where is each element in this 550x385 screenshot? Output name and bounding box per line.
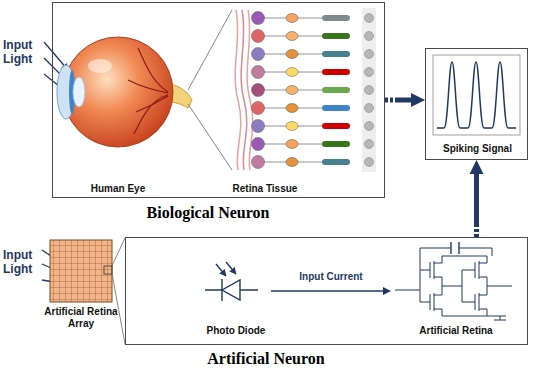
bipolar-cell <box>286 68 298 77</box>
pigment-layer <box>362 8 376 172</box>
ganglion-cell <box>252 120 265 133</box>
ganglion-cells <box>252 12 265 169</box>
bipolar-cell <box>286 86 298 95</box>
photoreceptor <box>322 141 350 147</box>
pixel-array <box>50 240 112 302</box>
wire <box>442 284 512 320</box>
capacitor <box>451 242 459 254</box>
bipolar-cell <box>286 50 298 59</box>
spike-trace <box>437 62 516 128</box>
light-ray <box>226 262 236 274</box>
bipolar-cell <box>286 122 298 131</box>
bipolar-cell <box>286 140 298 149</box>
cornea <box>57 65 75 119</box>
eyeball <box>63 37 173 147</box>
panel-heading: Artificial Neuron <box>207 349 324 368</box>
photoreceptor <box>322 105 350 111</box>
zoom-lines <box>188 10 232 170</box>
input-light-label: Input Light <box>3 38 43 66</box>
retina-tissue <box>235 8 376 172</box>
ganglion-cell <box>252 66 265 79</box>
ganglion-cell <box>252 102 265 115</box>
photoreceptor <box>322 87 350 93</box>
photoreceptor <box>322 15 350 21</box>
ganglion-cell <box>252 30 265 43</box>
bipolar-cell <box>286 14 298 23</box>
pigment-cell <box>365 140 374 149</box>
zoom-line <box>188 10 232 90</box>
spike-signal-box: Spiking Signal <box>425 48 528 160</box>
photodiode-symbol <box>205 262 258 301</box>
node-label: Artificial Retina Array <box>40 306 122 330</box>
spike-plot <box>433 55 520 135</box>
blood-vessel <box>128 48 168 134</box>
biology-panel: Human EyeRetina TissueBiological Neuron <box>52 2 385 198</box>
pigment-cell <box>365 86 374 95</box>
zoom-line <box>112 238 125 344</box>
zoom-pixel <box>104 266 112 274</box>
artificial-panel: Photo DiodeArtificial RetinaArtificial N… <box>125 237 528 345</box>
wire <box>442 270 475 302</box>
pigment-cell <box>365 158 374 167</box>
transistor <box>430 256 442 284</box>
wire <box>395 248 430 302</box>
pigment-cell <box>365 122 374 131</box>
photodiode-node: Photo Diode <box>201 259 271 341</box>
flow-arrow <box>474 174 479 237</box>
wire <box>420 248 492 256</box>
diode-bar <box>221 279 222 301</box>
input-light-label: Input Light <box>3 248 43 276</box>
photoreceptor <box>322 123 350 129</box>
lens <box>73 77 85 107</box>
photoreceptor <box>322 69 350 75</box>
zoom-line <box>188 104 232 170</box>
cell-links <box>258 18 322 162</box>
node-label: Spiking Signal <box>443 143 512 155</box>
photoreceptor <box>322 159 350 165</box>
ganglion-cell <box>252 84 265 97</box>
transistor <box>475 288 487 316</box>
eye-illustration <box>57 37 192 147</box>
pigment-cell <box>365 68 374 77</box>
photoreceptor <box>322 51 350 57</box>
ganglion-cell <box>252 48 265 61</box>
node-label: Human Eye <box>91 183 145 195</box>
transistor <box>475 256 487 284</box>
light-ray <box>216 264 226 276</box>
flow-arrow <box>385 98 411 103</box>
eye-highlight <box>88 59 112 73</box>
diode-triangle <box>222 280 240 300</box>
node-label: Artificial Retina <box>419 325 492 337</box>
retina-circuit-node: Artificial Retina <box>391 248 521 340</box>
edge-label: Input Current <box>297 271 364 283</box>
node-label: Photo Diode <box>207 325 266 337</box>
ganglion-cell <box>252 12 265 25</box>
retina-circuit <box>395 242 512 320</box>
plot-frame <box>433 55 520 135</box>
pigment-cell <box>365 50 374 59</box>
photoreceptor <box>322 33 350 39</box>
bipolar-cell <box>286 104 298 113</box>
pigment-cell <box>365 14 374 23</box>
bipolar-cell <box>286 32 298 41</box>
nerve-fiber <box>241 10 247 170</box>
bipolar-cells <box>286 14 298 167</box>
pigment-cells <box>365 14 374 167</box>
retina-array-node: Artificial Retina Array <box>50 240 112 302</box>
pigment-cell <box>365 104 374 113</box>
node-label: Retina Tissue <box>233 183 298 195</box>
signal-arrow <box>271 290 383 292</box>
bipolar-cell <box>286 158 298 167</box>
ganglion-cell <box>252 138 265 151</box>
ganglion-cell <box>252 156 265 169</box>
pigment-cell <box>365 32 374 41</box>
transistor <box>430 288 442 316</box>
photoreceptors <box>322 15 350 165</box>
nerve-fiber <box>235 10 241 170</box>
panel-heading: Biological Neuron <box>147 203 270 222</box>
